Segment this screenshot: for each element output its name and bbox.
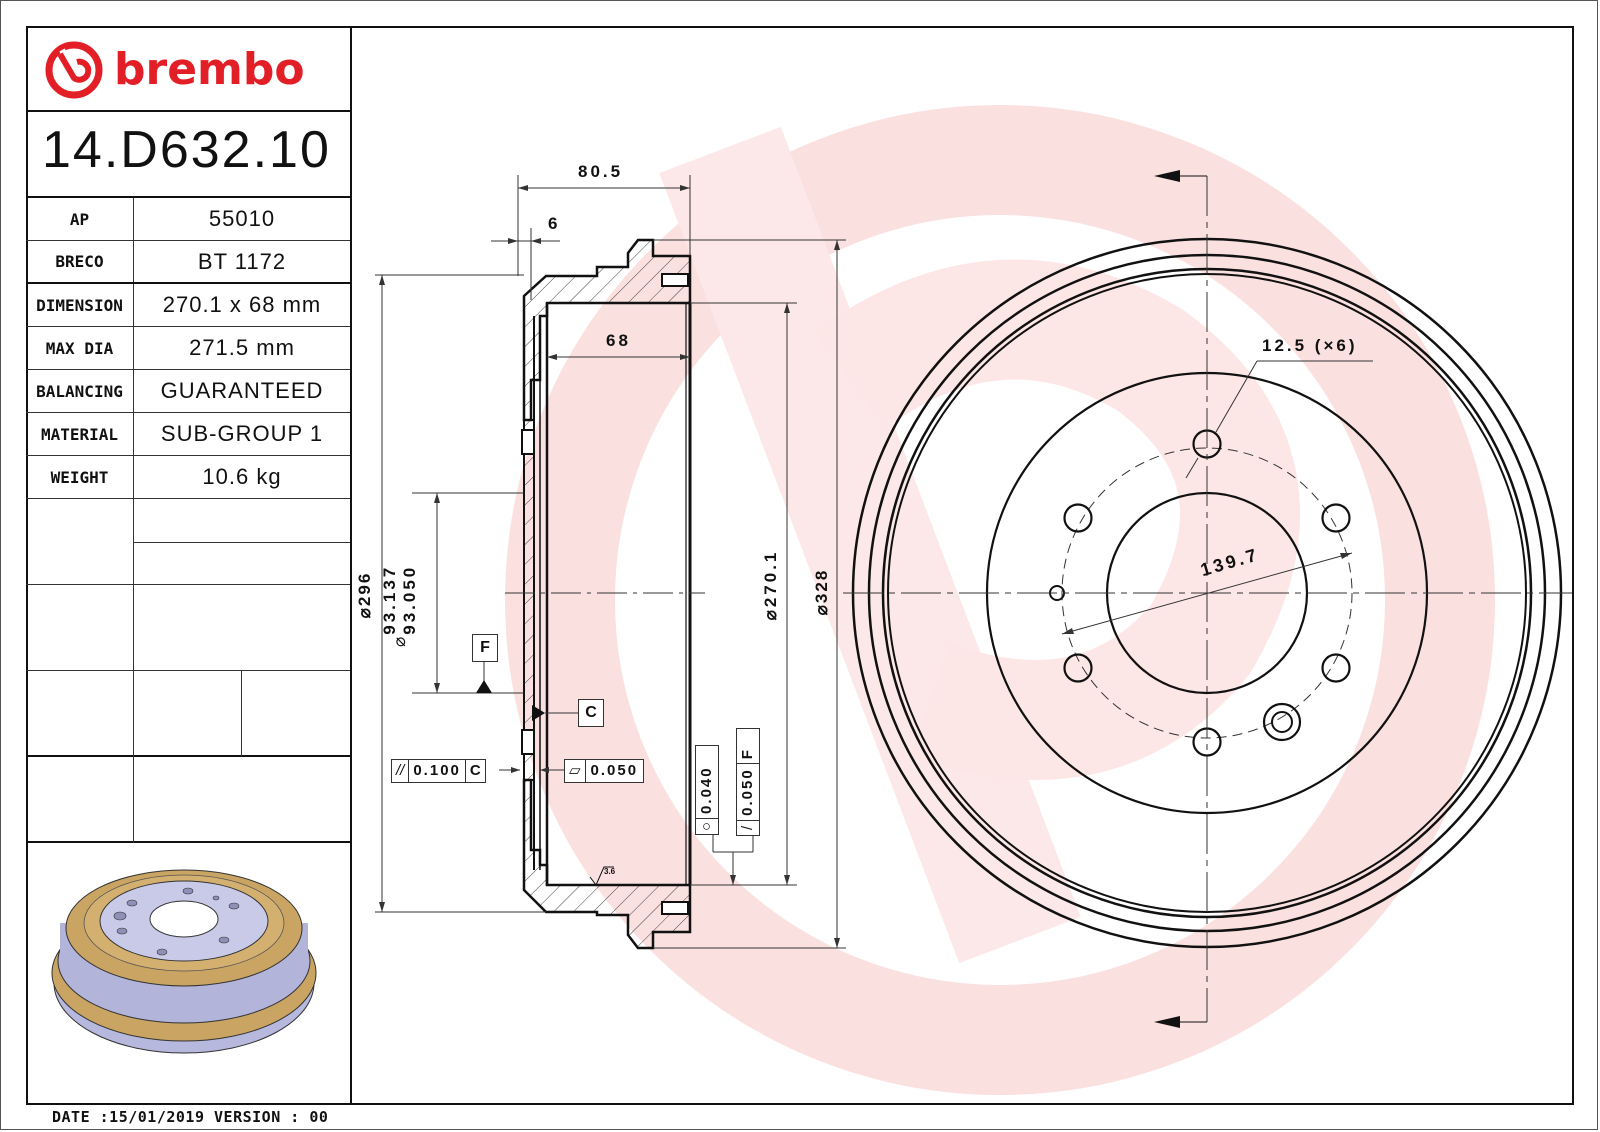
date-version: DATE :15/01/2019 VERSION : 00 [52, 1108, 329, 1126]
dim-center-bore: ⌀ 93.137 93.050 [378, 527, 422, 647]
drawing-frame [26, 26, 1574, 1105]
spec-value: 55010 [208, 206, 276, 231]
bore-min: 93.050 [400, 564, 419, 635]
datum-c-box: C [578, 699, 604, 727]
datum-f-triangle-icon [476, 680, 492, 693]
spec-row-breco: BRECO BT 1172 [26, 241, 350, 284]
spec-label: BALANCING [26, 370, 134, 412]
bore-max: 93.137 [380, 564, 399, 635]
spec-label: MAX DIA [26, 327, 134, 369]
spec-label: DIMENSION [26, 284, 134, 326]
diameter-symbol: ⌀ [390, 636, 409, 647]
spec-row-weight: WEIGHT 10.6 kg [26, 456, 350, 499]
section-arrow-bottom-icon [1154, 1016, 1180, 1028]
surface-roughness-value: 3.6 [604, 867, 616, 876]
spec-value: 271.5 mm [189, 335, 295, 360]
tolerance-runout: / 0.050 F [736, 728, 760, 836]
dim-drum-outer-dia: ⌀328 [812, 568, 831, 616]
spec-value: SUB-GROUP 1 [160, 421, 324, 446]
spec-label: BRECO [26, 241, 134, 282]
empty-row-3 [26, 671, 350, 757]
brembo-logo-icon [45, 41, 103, 99]
spec-label: MATERIAL [26, 413, 134, 455]
surface-roughness-icon [589, 866, 614, 886]
tolerance-parallelism: // 0.100 C [391, 759, 486, 783]
spec-label: WEIGHT [26, 456, 134, 498]
section-view [375, 175, 846, 950]
front-view [843, 170, 1572, 1028]
part-number: 14.D632.10 [42, 121, 331, 179]
circularity-icon: ○ [696, 817, 718, 834]
datum-c-triangle-icon [532, 705, 545, 721]
empty-row-1 [26, 499, 350, 585]
spec-value: 270.1 x 68 mm [162, 292, 322, 317]
title-block: brembo 14.D632.10 AP 55010 BRECO BT 1172… [26, 26, 352, 1105]
spec-row-max-dia: MAX DIA 271.5 mm [26, 327, 350, 370]
brembo-watermark-icon [505, 105, 1495, 1095]
dim-outer-dia: ⌀296 [355, 571, 374, 619]
spec-row-ap: AP 55010 [26, 198, 350, 241]
dim-braking-dia: ⌀270.1 [761, 549, 780, 621]
bolt-circle-dia: 139.7 [1198, 544, 1262, 581]
spec-value: GUARANTEED [160, 378, 324, 403]
spec-value: BT 1172 [197, 248, 287, 274]
spec-value: 10.6 kg [202, 464, 282, 489]
brake-drum-render-icon [51, 869, 317, 1054]
logo-row: brembo [26, 26, 350, 112]
empty-row-4 [26, 757, 350, 843]
brand-name: brembo [114, 44, 305, 95]
brand-logo: brembo [44, 40, 305, 100]
bolt-hole-dia: 12.5 (×6) [1262, 336, 1358, 355]
flatness-icon: ▱ [565, 760, 586, 782]
dim-braking-width: 68 [606, 331, 631, 350]
product-thumbnail [26, 843, 350, 1101]
empty-row-2 [26, 585, 350, 671]
tolerance-flatness: ▱ 0.050 [564, 759, 645, 783]
dim-flange-thickness: 6 [548, 214, 558, 233]
spec-row-dimension: DIMENSION 270.1 x 68 mm [26, 284, 350, 327]
tolerance-circularity: ○ 0.040 [695, 745, 719, 835]
spec-row-material: MATERIAL SUB-GROUP 1 [26, 413, 350, 456]
section-arrow-top-icon [1154, 170, 1180, 182]
spec-label: AP [26, 198, 134, 240]
dim-overall-depth: 80.5 [578, 162, 624, 181]
runout-icon: / [737, 819, 759, 835]
parallelism-icon: // [392, 760, 410, 782]
spec-row-balancing: BALANCING GUARANTEED [26, 370, 350, 413]
datum-f-box: F [472, 634, 498, 662]
part-number-row: 14.D632.10 [26, 112, 350, 198]
